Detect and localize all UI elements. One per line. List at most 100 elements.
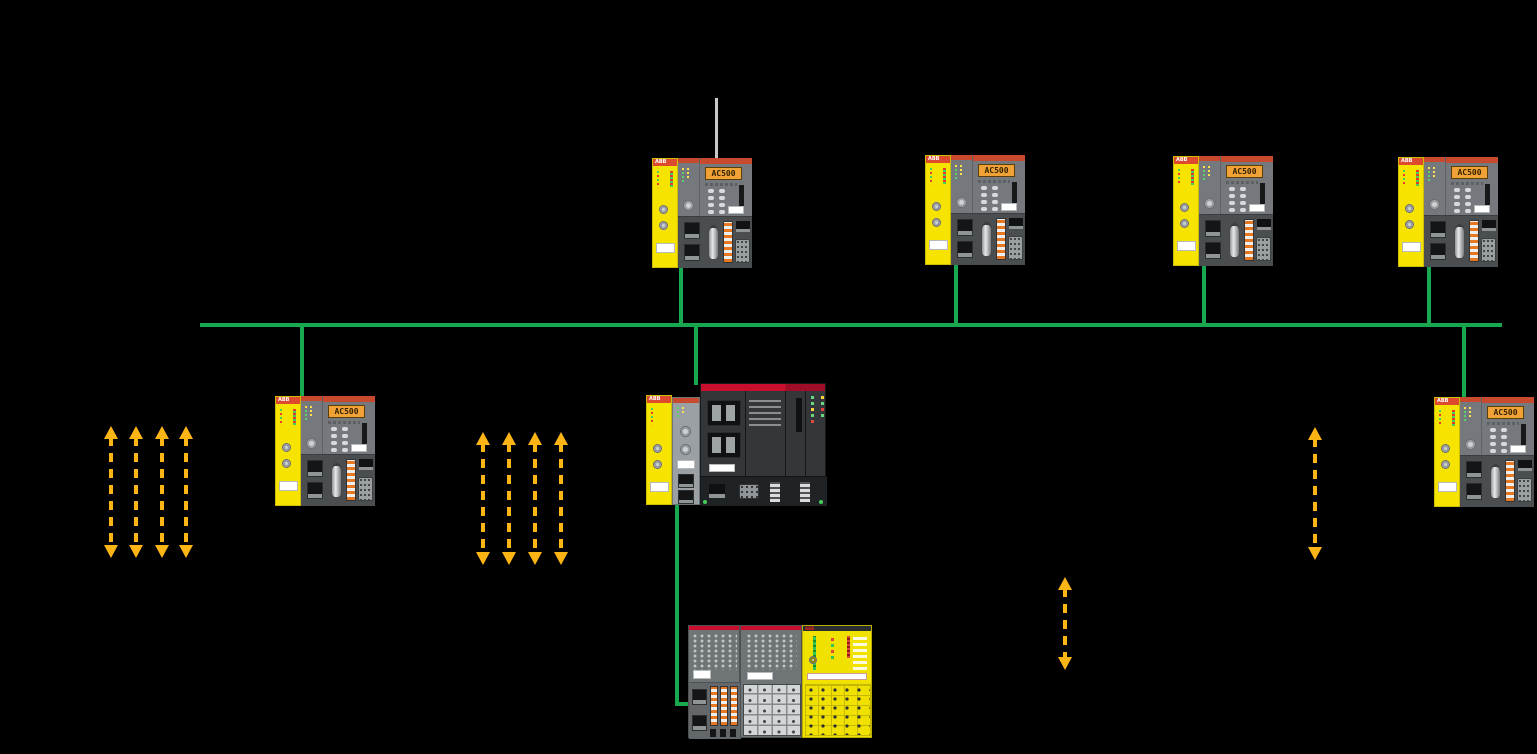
terminal-block-grid (805, 684, 871, 736)
abb-logo-strip: ABB (1174, 157, 1198, 164)
arrowhead-down (502, 552, 516, 565)
io-terminal-strip (769, 481, 781, 503)
exchange-mid-3 (528, 432, 542, 565)
io-terminal-strip (730, 686, 738, 726)
rotary-switch (1405, 220, 1414, 229)
io-terminal-strip (1469, 220, 1479, 262)
rotary-switch (1204, 198, 1215, 209)
memory-card-slot (1485, 184, 1490, 208)
serial-port (358, 477, 373, 501)
module-label (677, 460, 695, 469)
module-header (1482, 397, 1534, 403)
power-terminal (1454, 223, 1465, 259)
keypad-buttons (1490, 428, 1496, 432)
status-led-column (930, 168, 932, 170)
module-label (1177, 241, 1196, 251)
terminal-section (689, 682, 741, 739)
status-leds (677, 407, 679, 409)
status-leds (1428, 167, 1430, 169)
arrowhead-down (179, 545, 193, 558)
rotary-switch (653, 460, 662, 469)
ethernet-port (1009, 218, 1023, 229)
arrow-shaft (1063, 588, 1067, 659)
io-module (740, 625, 802, 738)
arrow-shaft (1313, 438, 1317, 549)
serial-port (1517, 478, 1532, 502)
status-leds (1203, 166, 1205, 168)
rotary-switch (1405, 204, 1414, 213)
status-led-bar (293, 409, 296, 425)
drop-plc-top-2 (954, 263, 958, 325)
ethernet-port (1430, 221, 1446, 238)
status-leds (305, 406, 307, 408)
power-terminal (981, 221, 992, 257)
arrowhead-up (1058, 577, 1072, 590)
ethernet-port (692, 689, 707, 705)
status-led-bar (1452, 410, 1455, 426)
bottom-connector-row (701, 476, 827, 506)
serial-port (1008, 236, 1023, 260)
exchange-left-4 (179, 426, 193, 558)
ethernet-port (684, 222, 700, 239)
rotary-switch (932, 202, 941, 211)
exchange-left-2 (129, 426, 143, 558)
io-terminal-strip (720, 686, 728, 726)
module-label (650, 482, 669, 492)
antenna (715, 98, 718, 158)
module-label (728, 206, 744, 214)
ethernet-port-group (707, 400, 741, 426)
io-station: ABB (688, 625, 872, 739)
module-header (973, 155, 1025, 161)
ethernet-port (736, 221, 750, 232)
safety-cpu-module: ABB (275, 396, 301, 506)
status-led-column (657, 171, 659, 173)
plc-top-4: ABB AC500 (1398, 157, 1498, 267)
rotary-switch (683, 200, 694, 211)
ethernet-port (359, 459, 373, 470)
memory-card-slot (362, 423, 367, 447)
module-label (747, 672, 773, 680)
ethernet-port (1466, 483, 1482, 500)
ethernet-port-group (707, 432, 741, 458)
arrowhead-down (1308, 547, 1322, 560)
ethernet-port (1205, 242, 1221, 259)
lcd-display: AC500 (1226, 165, 1263, 178)
module-label (279, 481, 298, 491)
ethernet-port (692, 715, 707, 731)
arrowhead-down (476, 552, 490, 565)
plc-top-3: ABB AC500 (1173, 156, 1273, 266)
safety-cpu-module: ABB (925, 155, 951, 265)
lcd-display: AC500 (1487, 406, 1524, 419)
arrowhead-up (155, 426, 169, 439)
rotary-switch (680, 426, 691, 437)
plc-left: ABB AC500 (275, 396, 375, 506)
plc-top-center: ABB AC500 (652, 98, 752, 268)
arrow-shaft (481, 443, 485, 554)
rotary-switch (1180, 219, 1189, 228)
ethernet-port (1430, 243, 1446, 260)
status-leds (831, 638, 834, 641)
abb-logo-strip: ABB (653, 159, 677, 166)
exchange-left-1 (104, 426, 118, 558)
terminal-section (301, 454, 375, 506)
keypad-buttons (1454, 188, 1460, 192)
bus-interface-module (688, 625, 741, 739)
status-led-bar (1191, 169, 1194, 185)
ethernet-port (307, 460, 323, 477)
module-divider (805, 391, 806, 476)
ethernet-port (307, 482, 323, 499)
memory-card-slot (1260, 183, 1265, 207)
module-label (807, 673, 867, 680)
arrowhead-up (502, 432, 516, 445)
rotary-switch (1441, 444, 1450, 453)
arrow-shaft (134, 437, 138, 547)
power-terminal (331, 462, 342, 498)
terminal-section (1460, 455, 1534, 507)
display-caption (1226, 181, 1258, 184)
module-divider (785, 391, 786, 476)
safety-cpu-module: ABB (646, 395, 672, 505)
exchange-bottom (1058, 577, 1072, 670)
module-header (678, 158, 699, 163)
abb-logo-strip: ABB (803, 626, 871, 631)
